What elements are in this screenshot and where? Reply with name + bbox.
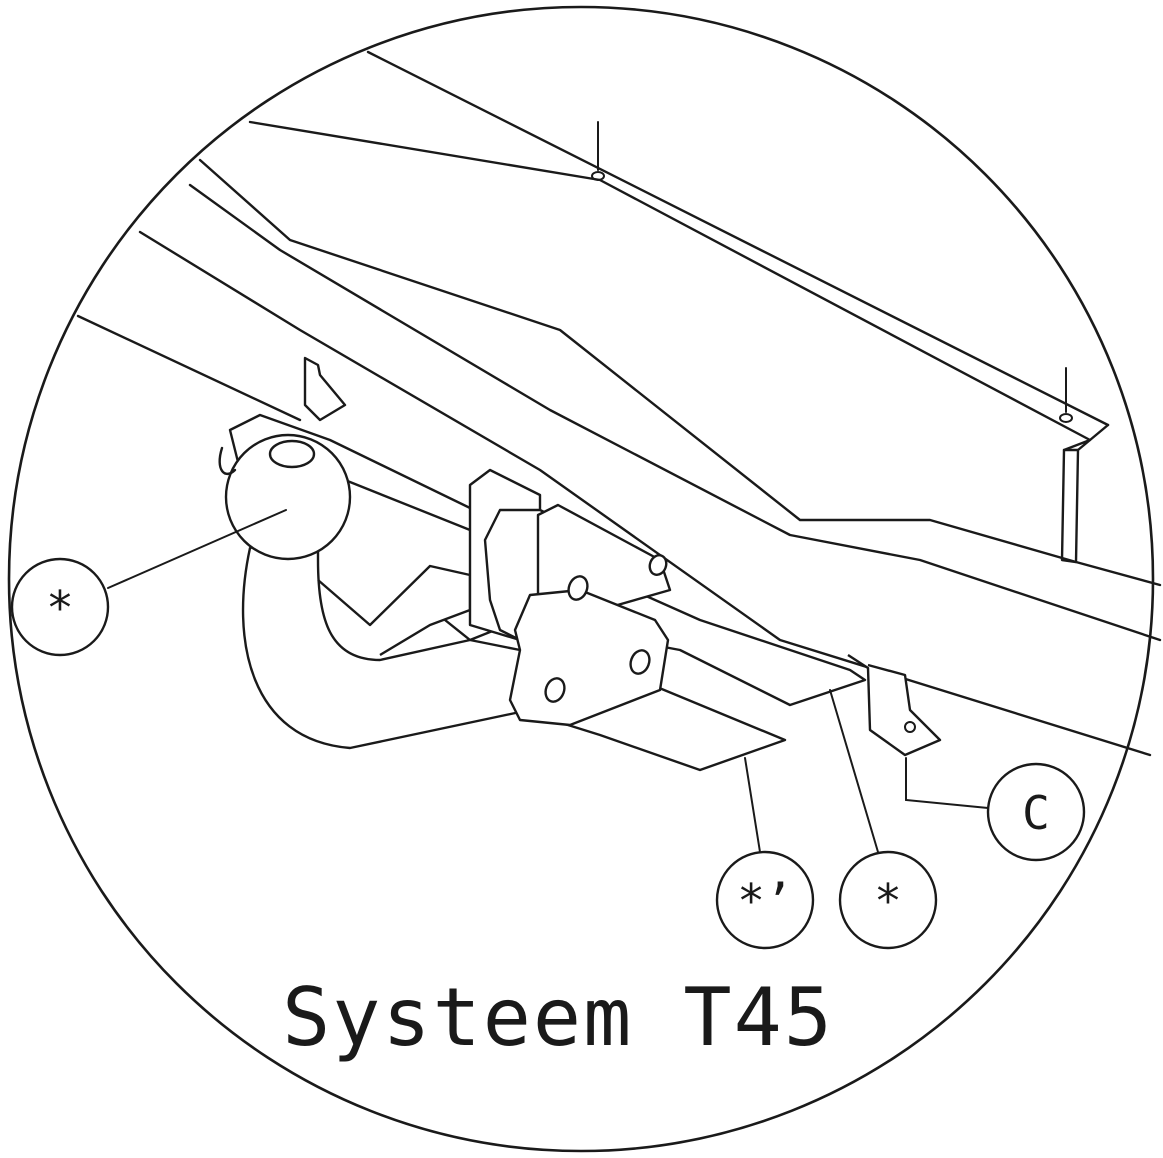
hook-arm [241,528,522,750]
beam-line-4 [76,314,302,422]
leader-bracket [905,757,989,809]
tow-ball [224,433,352,561]
callout-plate-circle [715,850,815,950]
callout-plate: *’ [715,850,815,950]
bumper-plate-top-edge [366,50,1110,427]
diagram-title: Systeem T45 [282,971,834,1064]
callout-bolts-circle [838,850,938,950]
left-beam-bracket [303,356,347,422]
leader-ball [107,509,287,589]
fixing-hole-left [591,171,605,181]
plate-hole-2 [648,554,668,576]
beam-line-2 [188,183,1162,642]
callout-bracket-circle [986,762,1086,862]
right-beam-bracket [847,653,942,757]
tow-ball-top [268,439,316,469]
callout-bracket: C [986,762,1086,862]
callout-bracket-label: C [1022,786,1050,840]
tow-ball-neck [218,446,237,476]
leader-bolts [829,689,879,853]
beam-line-1 [198,158,1162,587]
callout-ball: * [10,557,110,657]
leader-lines [107,509,989,853]
callout-ball-circle [10,557,110,657]
bracket-bolt [904,721,916,733]
plate-hole-4 [629,649,651,675]
callout-bolts-label: * [874,874,902,928]
callout-bolts: * [838,850,938,950]
leader-plate [744,757,761,853]
plate-hole-3 [544,677,566,703]
callout-plate-label: *’ [737,874,792,928]
fixing-hole-right [1059,413,1073,423]
plate-hole-1 [567,575,589,601]
drawing-lines [76,50,1162,772]
callout-ball-label: * [46,581,74,635]
